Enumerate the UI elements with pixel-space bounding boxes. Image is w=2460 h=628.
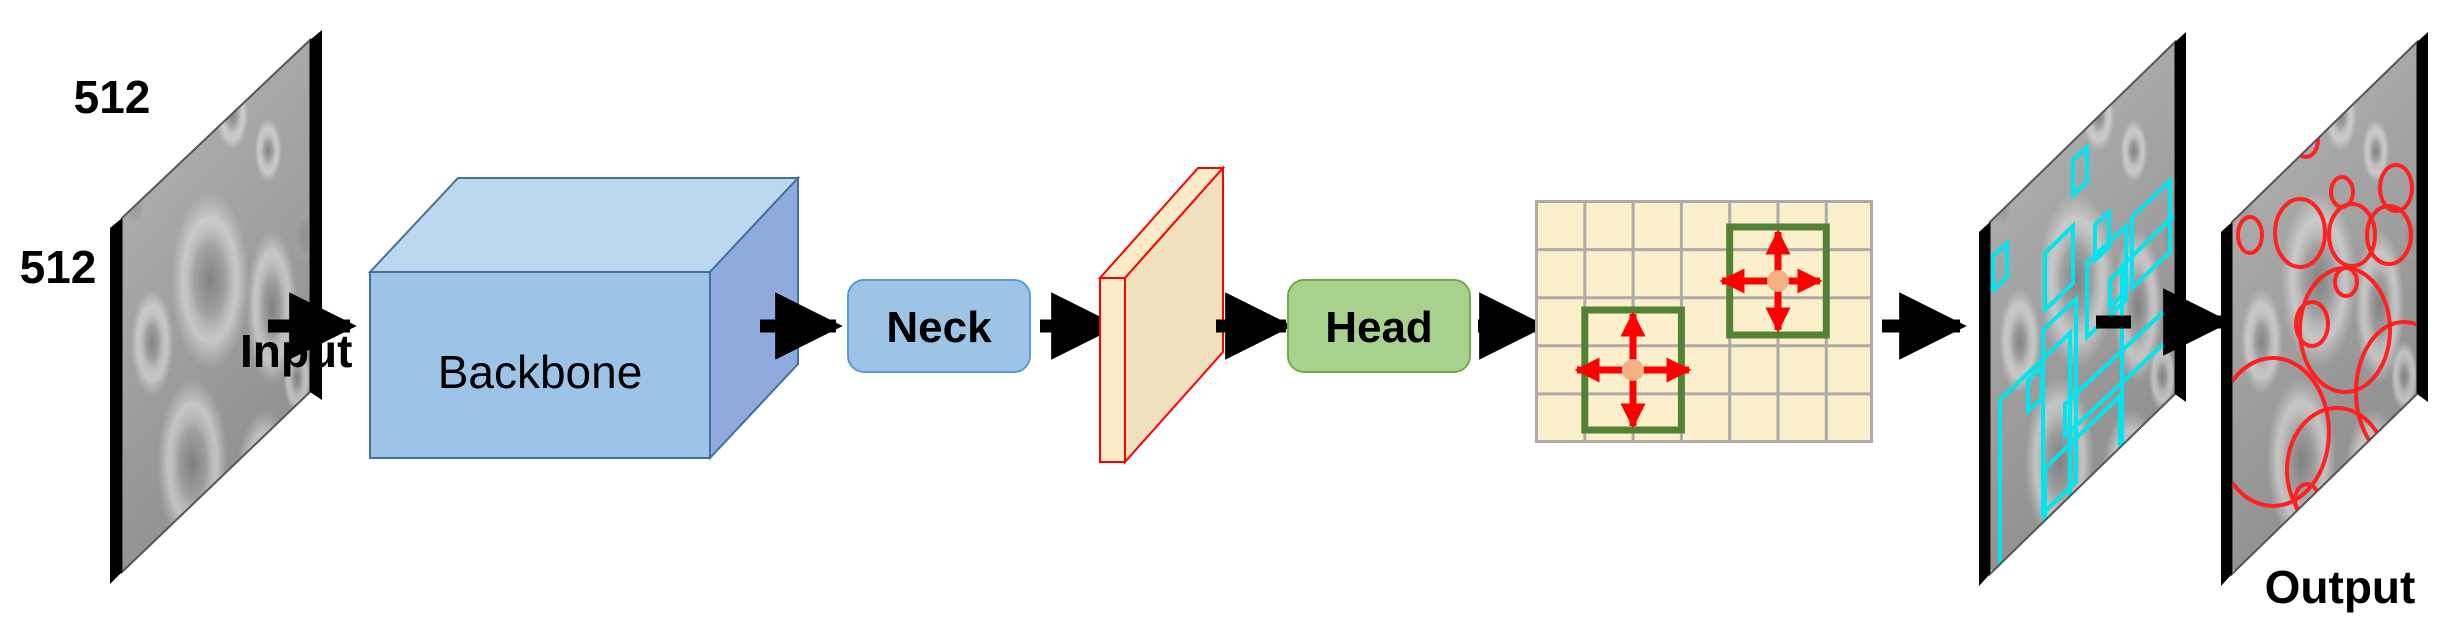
detection-boxes: [1991, 142, 2175, 574]
input-plane-surface: [122, 40, 310, 572]
backbone-side-face: [709, 175, 799, 461]
input-caption: Input: [240, 325, 352, 377]
anchor-grid-horizontal-lines: [1535, 200, 1873, 443]
neck-block: Neck: [847, 279, 1031, 373]
feature-map-left-edge: [1099, 277, 1126, 463]
feature-map-face: [1124, 165, 1224, 465]
anchor-box-1: [1719, 223, 1830, 339]
detection-plane-left-edge: [1979, 222, 1990, 586]
anchor-box-1-center-dot: [1767, 270, 1789, 292]
output-plane-left-edge: [2221, 222, 2232, 586]
backbone-block: Backbone: [367, 175, 801, 461]
output-plane-right-edge: [2417, 32, 2428, 402]
output-plane-surface: [2232, 42, 2417, 570]
output-caption: Output: [2265, 561, 2416, 613]
input-height-label: 512: [20, 241, 97, 293]
anchor-grid-background: [1535, 200, 1873, 443]
detection-plane: [1979, 32, 2186, 586]
input-width-label: 512: [74, 71, 151, 123]
anchor-box-2: [1574, 306, 1692, 434]
feature-map-slab: [1097, 165, 1226, 465]
head-box: [1287, 279, 1471, 373]
output-plane: Output: [2221, 32, 2428, 613]
output-ellipses: [2232, 121, 2417, 534]
anchor-grid: [1535, 200, 1873, 443]
head-block: Head: [1287, 279, 1471, 373]
backbone-label: Backbone: [438, 346, 643, 398]
input-plane: 512 512 Input: [20, 30, 352, 584]
detection-plane-surface: [1990, 42, 2175, 574]
head-label: Head: [1325, 303, 1433, 352]
detection-plane-right-edge: [2175, 32, 2186, 402]
anchor-box-2-center-dot: [1622, 359, 1644, 381]
neck-label: Neck: [886, 303, 992, 352]
input-plane-left-edge: [110, 218, 122, 584]
neck-box: [847, 279, 1031, 373]
